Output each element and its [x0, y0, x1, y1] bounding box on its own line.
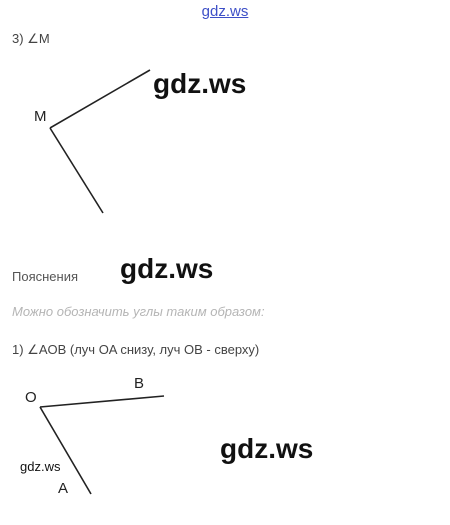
- ray-label-a: A: [58, 480, 69, 497]
- angle-m-lower-ray: [49, 127, 104, 214]
- watermark-small: gdz.ws: [20, 459, 61, 474]
- explanations-heading: Пояснения: [12, 269, 79, 284]
- explanations-note: Можно обозначить углы таким образом:: [12, 304, 265, 319]
- vertex-label-o: O: [25, 389, 37, 406]
- angle-m-upper-ray: [49, 69, 151, 129]
- ray-oa: [39, 406, 92, 495]
- item-1-text: 1) ∠AOB (луч OA снизу, луч OB - сверху): [12, 342, 260, 357]
- ray-label-b: B: [134, 375, 145, 392]
- problem-3-title: 3) ∠M: [12, 31, 50, 46]
- site-link[interactable]: gdz.ws: [201, 3, 249, 20]
- angle-m-diagram: [49, 69, 151, 214]
- vertex-label-m: M: [34, 108, 47, 125]
- watermark-bottom: gdz.ws: [220, 433, 314, 464]
- angle-aob-diagram: [39, 395, 165, 495]
- ray-ob: [39, 395, 165, 408]
- watermark-top: gdz.ws: [153, 68, 247, 99]
- watermark-middle: gdz.ws: [120, 253, 214, 284]
